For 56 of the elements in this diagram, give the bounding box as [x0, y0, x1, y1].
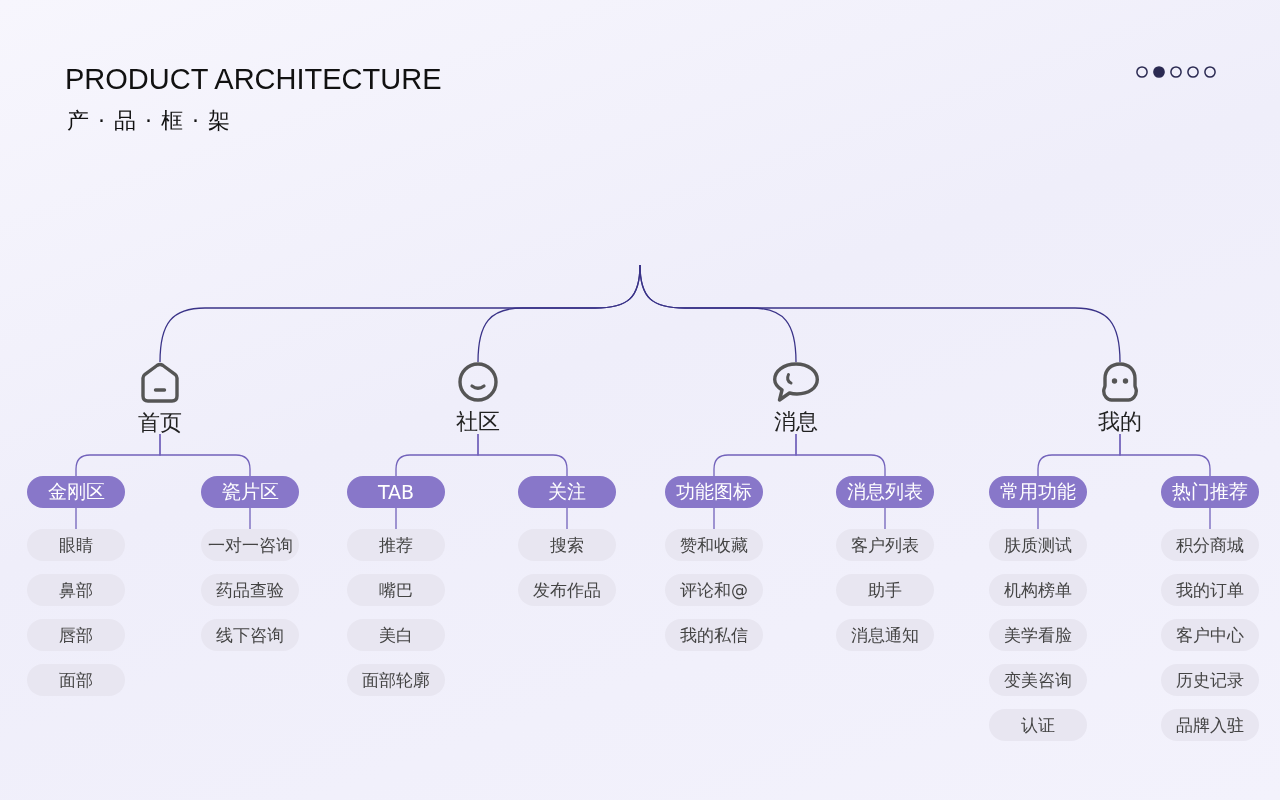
feature-tag: 一对一咨询 — [201, 529, 299, 561]
feature-tag: 历史记录 — [1161, 664, 1259, 696]
category-tag: 瓷片区 — [201, 476, 299, 508]
feature-tag: 线下咨询 — [201, 619, 299, 651]
connector-line — [566, 507, 568, 530]
feature-tag: 唇部 — [27, 619, 125, 651]
category-tag: 功能图标 — [665, 476, 763, 508]
section-title: 我的 — [1098, 408, 1142, 436]
feature-tag: 眼睛 — [27, 529, 125, 561]
category-tag: 热门推荐 — [1161, 476, 1259, 508]
connector-line — [639, 264, 1121, 363]
feature-tag: 美白 — [347, 619, 445, 651]
feature-tag: 认证 — [989, 709, 1087, 741]
connector-line — [795, 433, 886, 477]
feature-tag: 消息通知 — [836, 619, 934, 651]
connector-line — [1209, 507, 1211, 530]
feature-tag: 积分商城 — [1161, 529, 1259, 561]
category-tag: TAB — [347, 476, 445, 508]
feature-tag: 客户列表 — [836, 529, 934, 561]
feature-tag: 客户中心 — [1161, 619, 1259, 651]
feature-tag: 面部轮廓 — [347, 664, 445, 696]
feature-tag: 变美咨询 — [989, 664, 1087, 696]
feature-tag: 品牌入驻 — [1161, 709, 1259, 741]
feature-tag: 嘴巴 — [347, 574, 445, 606]
connector-line — [159, 433, 251, 477]
connector-line — [1037, 507, 1039, 530]
feature-tag: 药品查验 — [201, 574, 299, 606]
section-title: 消息 — [774, 408, 818, 436]
feature-tag: 肤质测试 — [989, 529, 1087, 561]
title: PRODUCT ARCHITECTURE — [65, 64, 442, 94]
feature-tag: 赞和收藏 — [665, 529, 763, 561]
feature-tag: 发布作品 — [518, 574, 616, 606]
connector-line — [713, 507, 715, 530]
category-tag: 金刚区 — [27, 476, 125, 508]
feature-tag: 我的私信 — [665, 619, 763, 651]
feature-tag: 评论和@ — [665, 574, 763, 606]
feature-tag: 面部 — [27, 664, 125, 696]
feature-tag: 推荐 — [347, 529, 445, 561]
category-tag: 常用功能 — [989, 476, 1087, 508]
feature-tag: 助手 — [836, 574, 934, 606]
connector-line — [395, 507, 397, 530]
section-title: 首页 — [138, 409, 182, 437]
feature-tag: 美学看脸 — [989, 619, 1087, 651]
category-tag: 消息列表 — [836, 476, 934, 508]
connector-line — [477, 433, 568, 477]
subtitle: 产 · 品 · 框 · 架 — [67, 107, 231, 135]
feature-tag: 搜索 — [518, 529, 616, 561]
feature-tag: 我的订单 — [1161, 574, 1259, 606]
category-tag: 关注 — [518, 476, 616, 508]
feature-tag: 鼻部 — [27, 574, 125, 606]
connector-line — [884, 507, 886, 530]
section-title: 社区 — [456, 408, 500, 436]
connector-line — [1119, 433, 1211, 477]
connector-line — [249, 507, 251, 530]
feature-tag: 机构榜单 — [989, 574, 1087, 606]
connector-line — [75, 507, 77, 530]
